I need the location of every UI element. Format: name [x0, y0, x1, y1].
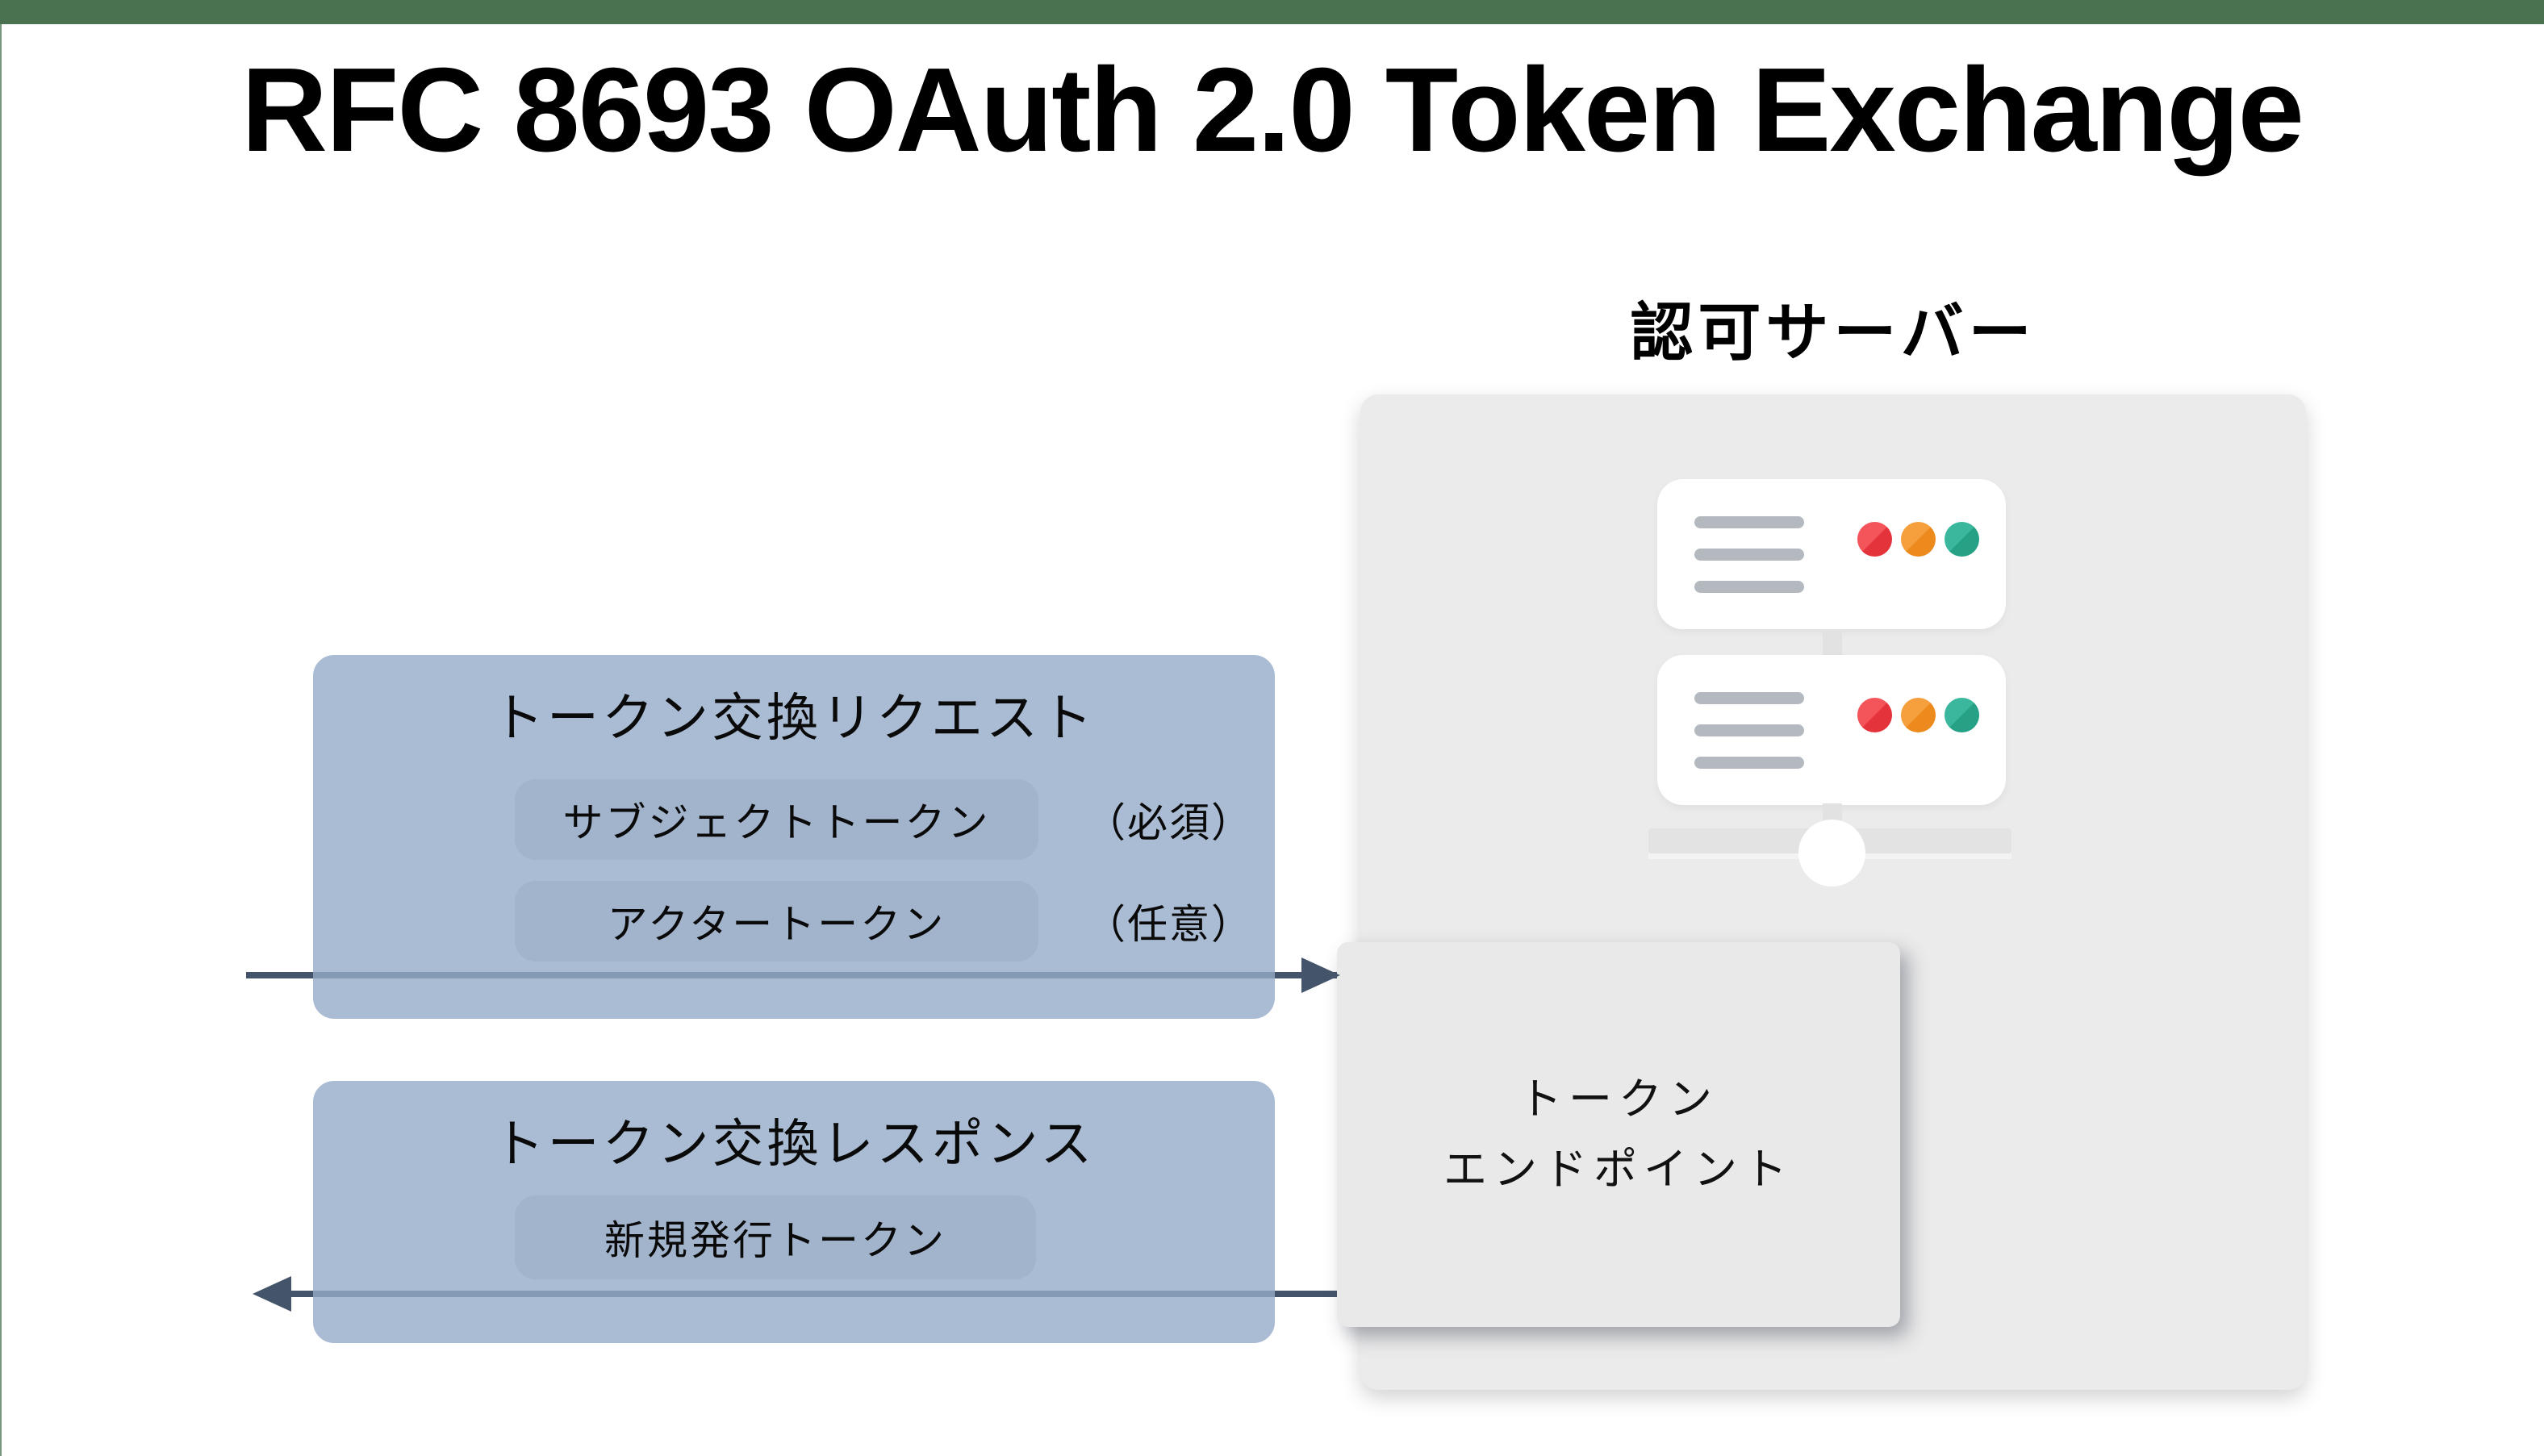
status-dot-red-icon — [1857, 522, 1892, 557]
token-exchange-request-box: トークン交換リクエスト サブジェクトトークン （必須） アクタートークン （任意… — [313, 655, 1275, 1019]
request-item-row: アクタートークン （任意） — [515, 881, 1253, 962]
server-line-icon — [1694, 549, 1804, 561]
token-endpoint-label-line1: トークン — [1518, 1075, 1719, 1124]
server-line-icon — [1694, 516, 1804, 528]
actor-token-annotation: （任意） — [1085, 902, 1253, 947]
request-item-row: サブジェクトトークン （必須） — [515, 779, 1253, 860]
status-dot-teal-icon — [1945, 698, 1979, 732]
server-icon — [1657, 479, 2006, 629]
page-title: RFC 8693 OAuth 2.0 Token Exchange — [241, 44, 2304, 177]
new-token-box: 新規発行トークン — [515, 1195, 1036, 1279]
top-green-bar — [0, 0, 2544, 24]
token-endpoint-box: トークン エンドポイント — [1337, 942, 1900, 1327]
rack-node-circle — [1798, 820, 1865, 887]
request-box-title: トークン交換リクエスト — [492, 689, 1096, 747]
status-dot-orange-icon — [1901, 522, 1936, 557]
server-icon — [1657, 655, 2006, 805]
subject-token-annotation: （必須） — [1085, 800, 1253, 845]
token-exchange-response-box: トークン交換レスポンス 新規発行トークン — [313, 1081, 1275, 1343]
token-endpoint-label-line2: エンドポイント — [1443, 1145, 1794, 1194]
actor-token-box: アクタートークン — [515, 881, 1038, 962]
response-item-row: 新規発行トークン — [515, 1195, 1036, 1279]
server-line-icon — [1694, 581, 1804, 593]
server-line-icon — [1694, 724, 1804, 736]
request-arrowhead-icon — [1301, 957, 1340, 993]
left-green-edge — [0, 0, 2, 1456]
response-arrowhead-icon — [253, 1276, 291, 1312]
status-dot-teal-icon — [1945, 522, 1979, 557]
status-dot-red-icon — [1857, 698, 1892, 732]
status-dot-orange-icon — [1901, 698, 1936, 732]
rack-connector — [1823, 629, 1842, 657]
response-box-title: トークン交換レスポンス — [492, 1115, 1096, 1173]
server-line-icon — [1694, 757, 1804, 769]
subject-token-box: サブジェクトトークン — [515, 779, 1038, 860]
auth-server-label: 認可サーバー — [1630, 297, 2036, 368]
server-line-icon — [1694, 692, 1804, 704]
